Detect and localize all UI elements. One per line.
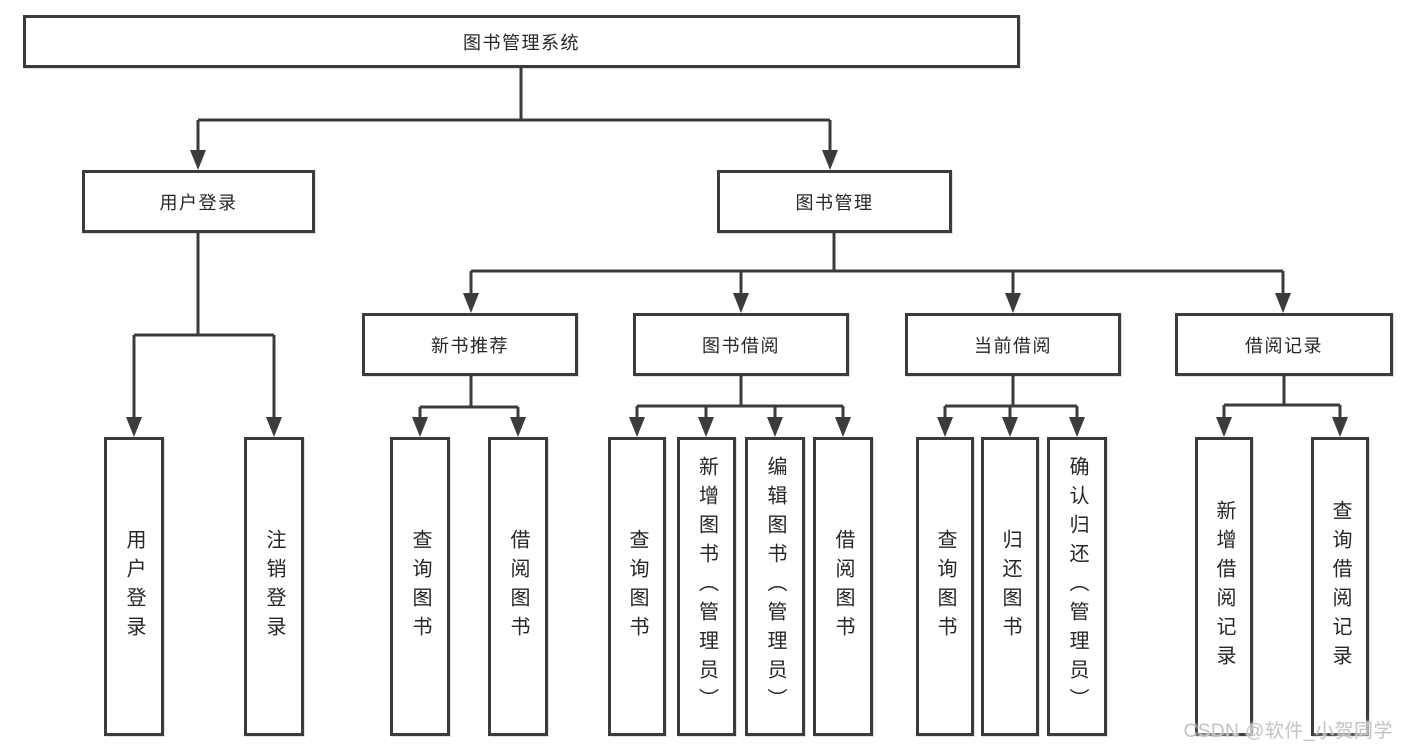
leaf-newbook-query-label: 查询图书 [409,528,431,645]
node-book-mgmt: 图书管理 [717,170,952,233]
node-user-login-label: 用户登录 [159,192,238,213]
leaf-borrow-borrow-label: 借阅图书 [832,528,854,645]
leaf-records-add-label: 新增借阅记录 [1213,499,1235,674]
connector-current-borrow-branch [937,376,1085,437]
arrowhead [510,417,526,437]
leaf-borrow-add: 新增图书（管理员） [677,437,736,736]
leaf-current-query-label: 查询图书 [934,528,956,645]
connector-root-branch [190,68,838,170]
leaf-borrow-edit: 编辑图书（管理员） [745,437,805,736]
arrowhead [629,417,645,437]
arrowhead [1002,417,1018,437]
leaf-current-query: 查询图书 [916,437,974,736]
node-root: 图书管理系统 [23,15,1020,68]
connector-book-borrow-branch [629,376,851,437]
arrowhead [698,417,714,437]
arrowhead [822,150,838,170]
node-borrow-records: 借阅记录 [1175,313,1393,376]
node-new-book-label: 新书推荐 [431,335,509,356]
leaf-records-query: 查询借阅记录 [1311,437,1369,736]
arrowhead [1005,293,1021,313]
arrowhead [1069,417,1085,437]
leaf-logout-label: 注销登录 [263,528,285,645]
arrowhead [1216,417,1232,437]
leaf-borrow-borrow: 借阅图书 [813,437,873,736]
arrowhead [767,417,783,437]
leaf-borrow-add-label: 新增图书（管理员） [695,456,718,717]
arrowhead [412,417,428,437]
node-current-borrow-label: 当前借阅 [974,335,1052,356]
leaf-borrow-edit-label: 编辑图书（管理员） [764,456,786,717]
connector-new-book-branch [412,376,526,437]
connector-borrow-records-branch [1216,376,1348,437]
leaf-logout: 注销登录 [244,437,304,736]
node-book-borrow-label: 图书借阅 [702,335,780,356]
node-book-borrow: 图书借阅 [633,313,849,376]
leaf-borrow-query-label: 查询图书 [626,528,648,645]
leaf-current-return-label: 归还图书 [999,528,1021,645]
node-borrow-records-label: 借阅记录 [1245,335,1323,356]
leaf-current-return: 归还图书 [981,437,1039,736]
leaf-current-confirm-label: 确认归还（管理员） [1066,456,1088,717]
leaf-newbook-borrow: 借阅图书 [488,437,548,736]
arrowhead [937,417,953,437]
arrowhead [1332,417,1348,437]
arrowhead [1275,293,1291,313]
node-current-borrow: 当前借阅 [905,313,1121,376]
arrowhead [266,417,282,437]
arrowhead [126,417,142,437]
leaf-current-confirm: 确认归还（管理员） [1047,437,1107,736]
node-book-mgmt-label: 图书管理 [795,192,874,213]
leaf-records-add: 新增借阅记录 [1195,437,1253,736]
arrowhead [733,293,749,313]
leaf-newbook-borrow-label: 借阅图书 [507,528,529,645]
connector-user-login-branch [126,233,282,437]
leaf-borrow-query: 查询图书 [608,437,666,736]
connector-book-mgmt-branch [463,233,1291,313]
leaf-user-login-label: 用户登录 [123,528,145,645]
arrowhead [463,293,479,313]
arrowhead [190,150,206,170]
leaf-user-login: 用户登录 [104,437,164,736]
arrowhead [835,417,851,437]
leaf-records-query-label: 查询借阅记录 [1329,499,1351,674]
csdn-watermark: CSDN @软件_小贺同学 [1183,721,1393,742]
node-user-login: 用户登录 [82,170,315,233]
node-root-label: 图书管理系统 [463,32,580,53]
leaf-newbook-query: 查询图书 [390,437,450,736]
node-new-book: 新书推荐 [362,313,578,376]
